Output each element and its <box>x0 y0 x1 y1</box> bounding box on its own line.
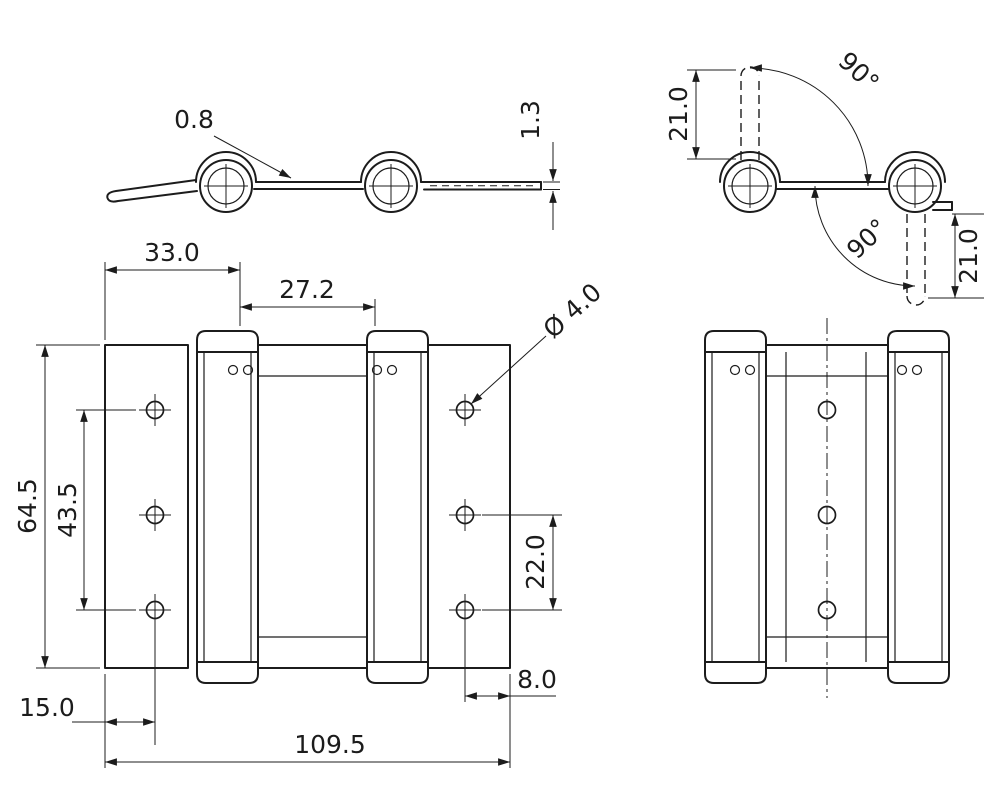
left-leaf-plate <box>104 344 189 669</box>
barrel-cap <box>887 661 950 684</box>
barrel-cap <box>704 330 767 353</box>
pin-hole <box>896 364 908 376</box>
leader-line <box>213 135 292 179</box>
view-top-section: 0.8 1.3 <box>106 100 560 230</box>
leaf-wrap-arc <box>195 151 257 183</box>
view-swing-angles: 90° 90° 21.0 21.0 <box>664 46 984 306</box>
angle-arc <box>811 185 916 290</box>
dim-hole-diameter: Ø 4.0 <box>538 277 607 344</box>
spring-barrel <box>196 351 259 663</box>
dim-hole-span: 43.5 <box>53 482 82 538</box>
barrel-outer-circle <box>199 159 253 213</box>
leaf-wrap-arc <box>884 151 946 183</box>
hidden-leaf-down <box>906 295 926 306</box>
barrel-cap <box>366 330 429 353</box>
barrel-cap <box>704 661 767 684</box>
pin-hole <box>386 364 398 376</box>
spring-barrel <box>704 351 767 663</box>
pin-hole <box>911 364 923 376</box>
dim-leaf-gap: 1.3 <box>516 100 545 140</box>
barrel-outer-circle <box>364 159 418 213</box>
pin-hole <box>371 364 383 376</box>
barrel-cap <box>366 661 429 684</box>
angle-arc <box>749 64 872 187</box>
dim-body-height: 64.5 <box>13 478 42 534</box>
dim-leaf-thickness: 0.8 <box>174 105 214 134</box>
dim-swing-angle-bottom: 90° <box>841 213 893 264</box>
dim-swing-angle-top: 90° <box>833 46 885 97</box>
leader-line <box>470 335 547 405</box>
dim-hole-edge-offset: 8.0 <box>517 665 557 694</box>
leaf-wrap-arc <box>360 151 422 183</box>
view-rear <box>704 318 950 698</box>
barrel-cap <box>887 330 950 353</box>
pin-hole <box>227 364 239 376</box>
dim-hole-pitch: 22.0 <box>521 534 550 590</box>
dim-leaf-offset-top: 21.0 <box>664 86 693 142</box>
leaf-blade <box>106 179 198 203</box>
pin-hole <box>744 364 756 376</box>
screw-hole <box>817 505 837 525</box>
pin-hole <box>729 364 741 376</box>
view-front: 33.0 27.2 Ø 4.0 64.5 43.5 22.0 8.0 15 <box>13 238 607 768</box>
dim-hole-side-offset: 15.0 <box>19 693 75 722</box>
right-leaf-plate <box>427 344 511 669</box>
pin-hole <box>242 364 254 376</box>
dim-overall-length: 109.5 <box>294 730 366 759</box>
spring-barrel <box>366 351 429 663</box>
dim-leaf-width: 33.0 <box>144 238 200 267</box>
barrel-cap <box>196 661 259 684</box>
barrel-cap <box>196 330 259 353</box>
spring-barrel <box>887 351 950 663</box>
dim-center-width: 27.2 <box>279 275 335 304</box>
dim-leaf-offset-bottom: 21.0 <box>954 228 983 284</box>
